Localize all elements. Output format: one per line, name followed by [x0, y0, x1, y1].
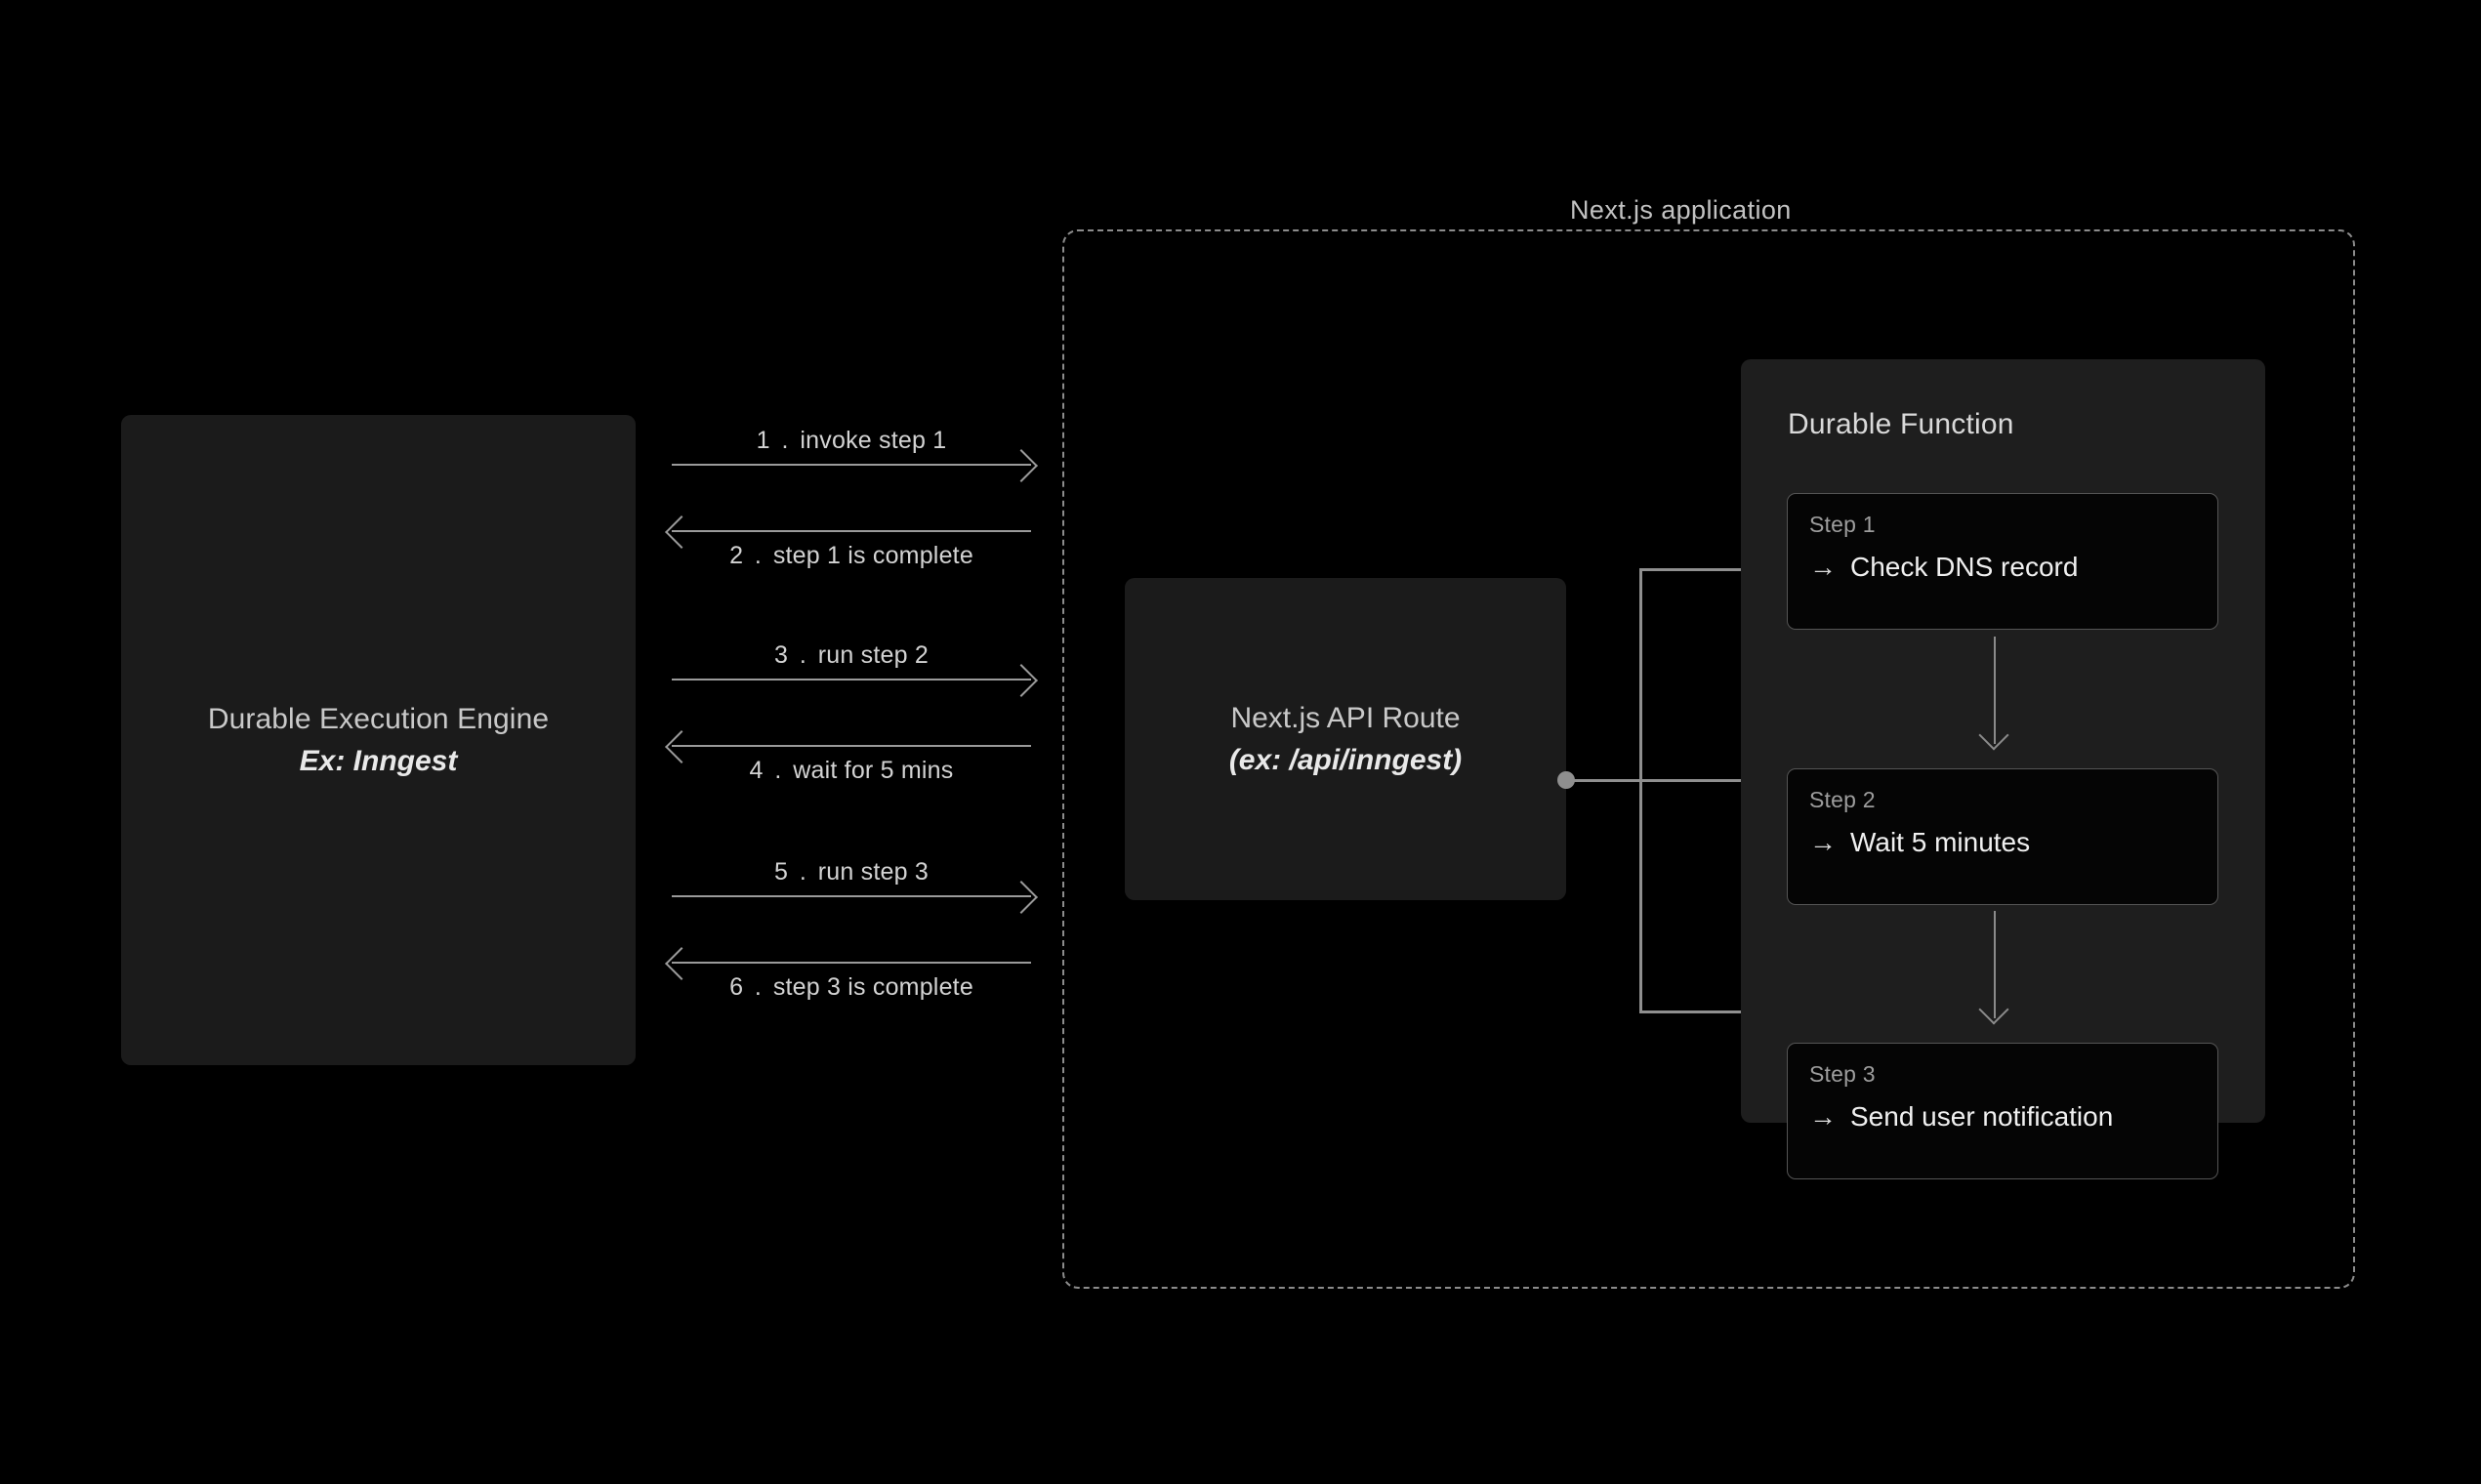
sequence-step-text: invoke step 1 [800, 427, 947, 454]
step-2-body: → Wait 5 minutes [1809, 827, 2196, 858]
sequence-arrow-line [672, 895, 1031, 897]
sequence-step-number: 5 . [774, 858, 818, 886]
connector-line-to-step-3 [1639, 1010, 1784, 1013]
arrow-right-icon: → [1809, 552, 1837, 582]
step-card-3: Step 3 → Send user notification [1787, 1043, 2218, 1179]
durable-function-panel: Durable Function [1741, 359, 2265, 1123]
sequence-step-text: step 1 is complete [772, 542, 973, 569]
step-1-label: Step 1 [1809, 512, 1876, 537]
sequence-step-number: 2 . [729, 542, 773, 569]
sequence-arrow-line [672, 745, 1031, 747]
sequence-step-text: run step 3 [817, 858, 929, 886]
engine-title: Durable Execution Engine [207, 702, 550, 735]
sequence-step-text: step 3 is complete [772, 973, 973, 1001]
connector-line-to-step-1 [1639, 568, 1784, 571]
sequence-arrow-label: 5 . run step 3 [672, 858, 1031, 886]
sequence-arrow-label: 3 . run step 2 [672, 641, 1031, 670]
sequence-arrow-line [672, 679, 1031, 680]
durable-function-title: Durable Function [1788, 408, 2014, 440]
api-route-subtitle: (ex: /api/inngest) [1228, 744, 1463, 776]
step-3-body: → Send user notification [1809, 1101, 2196, 1133]
sequence-step-text: wait for 5 mins [793, 757, 954, 784]
sequence-step-number: 3 . [774, 641, 818, 669]
connector-line-main [1566, 779, 1781, 782]
sequence-step-text: run step 2 [817, 641, 929, 669]
sequence-arrow-line [672, 464, 1031, 466]
sequence-arrow-label: 4 . wait for 5 mins [672, 757, 1031, 785]
sequence-arrow-line [672, 962, 1031, 964]
engine-subtitle: Ex: Inngest [299, 745, 458, 777]
arrow-right-icon: → [1809, 1101, 1837, 1132]
step-3-action: Send user notification [1850, 1101, 2114, 1132]
sequence-step-number: 1 . [756, 427, 801, 454]
api-route-title: Next.js API Route [1230, 701, 1461, 734]
step-3-label: Step 3 [1809, 1061, 1876, 1087]
step-2-label: Step 2 [1809, 787, 1876, 812]
sequence-step-number: 4 . [749, 757, 794, 784]
step-1-action: Check DNS record [1850, 552, 2079, 582]
sequence-arrow-line [672, 530, 1031, 532]
arrow-right-icon: → [1809, 827, 1837, 857]
step-1-body: → Check DNS record [1809, 552, 2196, 583]
nextjs-application-title: Next.js application [1554, 195, 1807, 226]
step-2-action: Wait 5 minutes [1850, 827, 2031, 857]
durable-execution-engine-box: Durable Execution Engine Ex: Inngest [121, 415, 636, 1065]
step-card-2: Step 2 → Wait 5 minutes [1787, 768, 2218, 905]
sequence-arrow-label: 6 . step 3 is complete [672, 973, 1031, 1002]
nextjs-api-route-box: Next.js API Route (ex: /api/inngest) [1125, 578, 1566, 900]
nextjs-application-container [1062, 229, 2355, 1289]
sequence-arrow-label: 2 . step 1 is complete [672, 542, 1031, 570]
sequence-arrow-label: 1 . invoke step 1 [672, 427, 1031, 455]
step-card-1: Step 1 → Check DNS record [1787, 493, 2218, 630]
connector-line-vertical-bus [1639, 568, 1642, 1013]
sequence-step-number: 6 . [729, 973, 773, 1001]
step-connector-2-to-3 [1994, 911, 1996, 1018]
step-connector-1-to-2 [1994, 637, 1996, 744]
